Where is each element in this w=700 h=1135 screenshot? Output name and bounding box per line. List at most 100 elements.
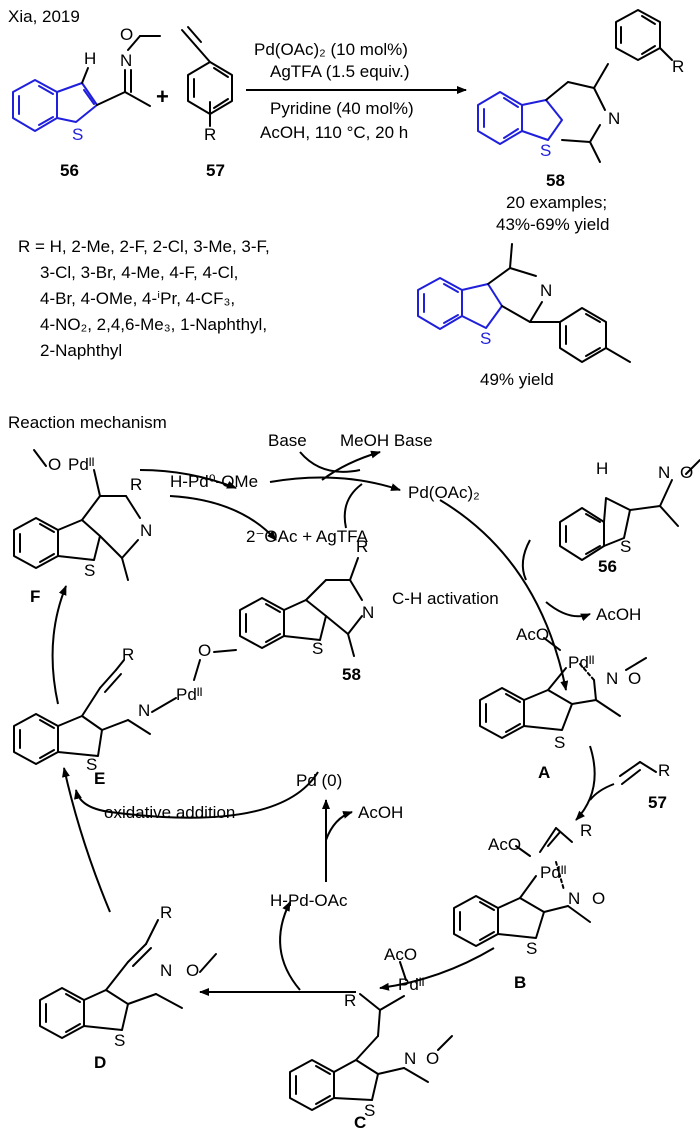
atom-n-special: N [540, 281, 552, 300]
yield-range: 43%-69% yield [496, 215, 609, 234]
atom-n-mech56: N [658, 463, 670, 482]
aco-label-A: AcO [516, 625, 549, 644]
intermediate-B-structure [453, 827, 591, 947]
mech-label-56: 56 [598, 557, 617, 576]
atom-n-B: N [568, 889, 580, 908]
atom-n-C: N [404, 1049, 416, 1068]
intermediate-F-structure [13, 449, 141, 581]
atom-o-mech56: O [680, 463, 693, 482]
scope-line-3: 4-Br, 4-OMe, 4-ⁱPr, 4-CF₃, [40, 289, 235, 308]
atom-n-D: N [160, 961, 172, 980]
aco-label-C: AcO [384, 945, 417, 964]
scope-line-5: 2-Naphthyl [40, 341, 122, 360]
oxidative-addition-label: oxidative addition [104, 803, 235, 822]
pd-label-E: Pdᴵᴵ [176, 685, 202, 704]
cycle-arrow-to-B [575, 745, 596, 821]
reoxidation-arrow [269, 476, 401, 491]
join-57-arrow [589, 783, 615, 801]
atom-o-C: O [426, 1049, 439, 1068]
substituent-r-B: R [580, 821, 592, 840]
condition-pyridine: Pyridine (40 mol%) [270, 99, 414, 118]
arrow-to-product-58 [169, 495, 277, 541]
agtfa-arrow [343, 483, 363, 529]
atom-n-F: N [140, 521, 152, 540]
meoh-base-arrow [321, 450, 381, 481]
base-arrow [299, 451, 361, 473]
atom-o-B: O [592, 889, 605, 908]
base-label: Base [268, 431, 307, 450]
atom-s-56: S [72, 125, 83, 144]
label-A: A [538, 763, 550, 782]
pd0-label: Pd (0) [296, 771, 342, 790]
special-product-structure [417, 243, 631, 363]
atom-s-58: S [540, 141, 551, 160]
atom-o-E: O [198, 641, 211, 660]
atom-n-E: N [138, 701, 150, 720]
substituent-r-mech58: R [356, 537, 368, 556]
cycle-arrow-to-F [51, 585, 67, 705]
label-D: D [94, 1053, 106, 1072]
pd-label-C: Pdᴵᴵ [398, 975, 424, 994]
cycle-arrow-to-C [379, 947, 495, 991]
arrow-to-h-pd-ome [139, 469, 237, 489]
atom-s-mech58: S [312, 639, 323, 658]
compound-57-structure [181, 26, 233, 127]
label-56: 56 [60, 161, 79, 180]
condition-pd-catalyst: Pd(OAc)₂ (10 mol%) [254, 40, 408, 59]
acoh-label-2: AcOH [358, 803, 403, 822]
mech-56-structure [559, 459, 700, 561]
atom-s-C: S [364, 1101, 375, 1120]
plus-sign: + [156, 84, 169, 109]
intermediate-E-structure [13, 649, 237, 765]
acoh-release-arrow-2 [325, 811, 353, 841]
atom-s-B: S [526, 939, 537, 958]
compound-56-structure [12, 35, 161, 132]
acoh-label-1: AcOH [596, 605, 641, 624]
pd-label-F: Pdᴵᴵ [68, 455, 94, 474]
atom-s-E: S [86, 755, 97, 774]
meoh-base-label: MeOH Base [340, 431, 433, 450]
acoh-release-arrow-1 [545, 601, 591, 622]
label-F: F [30, 587, 40, 606]
cycle-arrow-to-E [62, 767, 111, 913]
mechanism-title: Reaction mechanism [8, 413, 167, 432]
special-yield: 49% yield [480, 370, 554, 389]
mech-product-58-structure [239, 557, 363, 657]
label-E: E [94, 769, 105, 788]
atom-s-mech56: S [620, 537, 631, 556]
scope-line-4: 4-NO₂, 2,4,6-Me₃, 1-Naphthyl, [40, 315, 267, 334]
atom-h-56: H [84, 49, 96, 68]
examples-count: 20 examples; [506, 193, 607, 212]
scope-line-1: R = H, 2-Me, 2-F, 2-Cl, 3-Me, 3-F, [18, 237, 270, 256]
condition-oxidant: AgTFA (1.5 equiv.) [270, 62, 410, 81]
substituent-r-D: R [160, 903, 172, 922]
ch-activation-label: C-H activation [392, 589, 499, 608]
substituent-r-C: R [344, 991, 356, 1010]
label-58: 58 [546, 171, 565, 190]
join-56-arrow [521, 539, 531, 581]
cycle-arrow-to-A [439, 499, 569, 691]
atom-o-56: O [120, 25, 133, 44]
pd-label-A: Pdᴵᴵ [568, 653, 594, 672]
intermediate-D-structure [39, 919, 217, 1039]
substituent-r-58: R [672, 57, 684, 76]
atom-n-mech58: N [362, 603, 374, 622]
atom-o-F: O [48, 455, 61, 474]
atom-n-58: N [608, 109, 620, 128]
arrow-to-h-pd-oac [279, 901, 301, 991]
atom-n-56: N [120, 51, 132, 70]
label-C: C [354, 1113, 366, 1132]
intermediate-C-structure [289, 961, 453, 1111]
substituent-r-57-mech: R [658, 761, 670, 780]
label-57: 57 [206, 161, 225, 180]
mech-label-57: 57 [648, 793, 667, 812]
pd-oac2-label: Pd(OAc)₂ [408, 483, 480, 502]
substituent-r-F: R [130, 475, 142, 494]
atom-s-special: S [480, 329, 491, 348]
scope-line-2: 3-Cl, 3-Br, 4-Me, 4-F, 4-Cl, [40, 263, 238, 282]
pd-label-B: Pdᴵᴵ [540, 863, 566, 882]
mech-label-58: 58 [342, 665, 361, 684]
atom-s-D: S [114, 1031, 125, 1050]
condition-solvent-temp: AcOH, 110 °C, 20 h [260, 123, 408, 142]
